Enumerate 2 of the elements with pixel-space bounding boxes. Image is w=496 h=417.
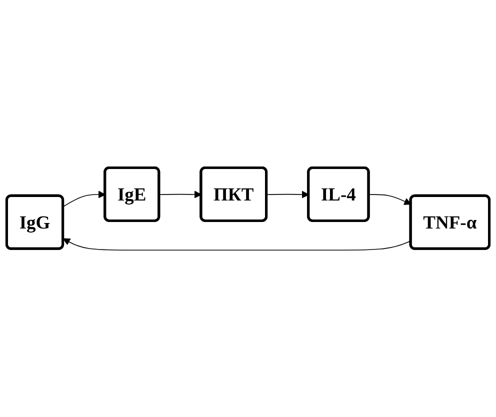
arrow [368,194,412,204]
arrow [62,238,412,250]
